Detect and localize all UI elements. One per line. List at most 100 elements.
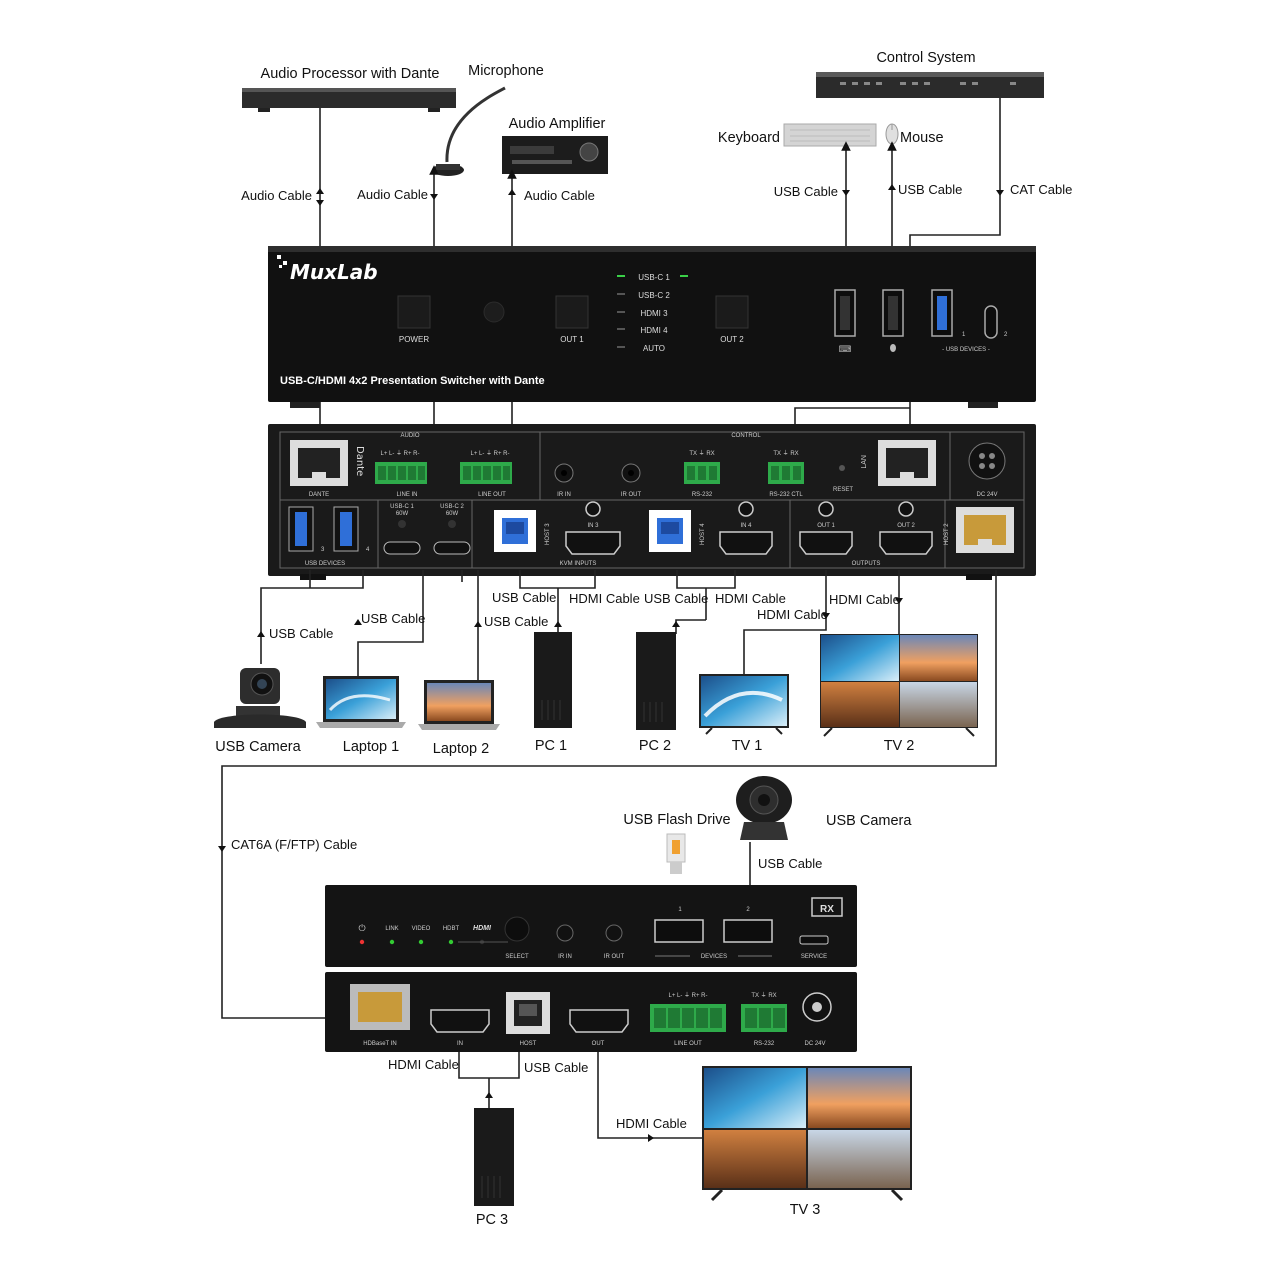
usbc2-label: USB-C 2 bbox=[440, 504, 464, 510]
cable-label-usb-keyboard: USB Cable bbox=[774, 184, 838, 199]
lan-label: LAN bbox=[861, 455, 868, 469]
switcher-rear-panel: AUDIO CONTROL DANTE Dante L+ L- ⏚ R+ R- … bbox=[268, 424, 1036, 580]
front-port-1-label: 1 bbox=[962, 332, 966, 338]
rx-hdmi-logo: HDMI bbox=[473, 925, 492, 932]
line-out-pins: L+ L- ⏚ R+ R- bbox=[470, 450, 509, 457]
usbc2-port[interactable] bbox=[433, 541, 471, 555]
cable-label-hdmi-tv3: HDMI Cable bbox=[616, 1116, 687, 1131]
tv3-video-wall bbox=[702, 1066, 912, 1202]
cable-label-hdmi-tv1: HDMI Cable bbox=[757, 607, 828, 622]
rx-ir-in-jack[interactable] bbox=[556, 924, 574, 942]
host2-label: HOST 2 bbox=[944, 523, 950, 545]
rear-audio-heading: AUDIO bbox=[400, 433, 419, 439]
rs232-terminal[interactable] bbox=[684, 462, 720, 484]
rx-rs232-terminal[interactable] bbox=[741, 1004, 787, 1032]
ir-sensor bbox=[483, 301, 505, 323]
out1-button[interactable] bbox=[555, 295, 589, 329]
rs232-pins: TX ⏚ RX bbox=[689, 450, 714, 457]
cable-label-usb-webcam: USB Cable bbox=[758, 856, 822, 871]
cable-label-audio-1: Audio Cable bbox=[241, 188, 312, 203]
input-led-usbc1: USB-C 1 bbox=[638, 273, 670, 282]
rx-host-label: HOST bbox=[520, 1041, 537, 1047]
keyboard-device bbox=[783, 123, 877, 147]
cable-label-usb-laptop1: USB Cable bbox=[361, 611, 425, 626]
rx-host-usb-b-port[interactable] bbox=[506, 992, 550, 1034]
out2-hdmi-port[interactable] bbox=[879, 531, 933, 555]
in4-label: IN 4 bbox=[740, 523, 752, 529]
rx-dc-jack[interactable] bbox=[802, 992, 832, 1022]
out1-port-label: OUT 1 bbox=[817, 523, 835, 529]
power-button[interactable] bbox=[397, 295, 431, 329]
input-led-auto: AUTO bbox=[643, 344, 665, 353]
line-in-pins: L+ L- ⏚ R+ R- bbox=[380, 450, 419, 457]
dante-brand-logo: Dante bbox=[354, 446, 365, 476]
front-usbc-port-2[interactable] bbox=[984, 305, 998, 339]
cable-label-usb-pc3: USB Cable bbox=[524, 1060, 588, 1075]
switcher-model-label: USB-C/HDMI 4x2 Presentation Switcher wit… bbox=[280, 375, 545, 387]
tv2-video-wall bbox=[820, 634, 978, 737]
input-led-hdmi3: HDMI 3 bbox=[640, 309, 668, 318]
line-in-terminal[interactable] bbox=[375, 462, 427, 484]
tv3-label: TV 3 bbox=[790, 1202, 821, 1218]
rear-usb-port-3[interactable] bbox=[288, 506, 314, 552]
host3-usb-b-port[interactable] bbox=[494, 510, 536, 552]
ir-out-label: IR OUT bbox=[621, 492, 642, 498]
out1-hdmi-port[interactable] bbox=[799, 531, 853, 555]
rx-line-out-terminal[interactable] bbox=[650, 1004, 726, 1032]
cable-label-audio-3: Audio Cable bbox=[524, 188, 595, 203]
out1-label: OUT 1 bbox=[560, 335, 584, 344]
rx-rs232-label: RS-232 bbox=[754, 1041, 775, 1047]
hdbaset-in-port[interactable] bbox=[350, 984, 410, 1030]
lan-port[interactable] bbox=[878, 440, 936, 486]
front-port-2-label: 2 bbox=[1004, 332, 1008, 338]
host2-rj45-port[interactable] bbox=[956, 507, 1014, 553]
rx-hdmi-out-port[interactable] bbox=[569, 1009, 629, 1033]
rear-control-heading: CONTROL bbox=[731, 433, 761, 439]
rx-hdmi-in-port[interactable] bbox=[430, 1009, 490, 1033]
audio-amplifier-label: Audio Amplifier bbox=[509, 116, 606, 132]
webcam-device bbox=[736, 776, 792, 840]
dante-port-label: DANTE bbox=[309, 492, 329, 498]
ptz-camera-device bbox=[214, 668, 306, 728]
cable-label-usb-pc1: USB Cable bbox=[492, 590, 556, 605]
input-led-hdmi4: HDMI 4 bbox=[640, 326, 668, 335]
ir-in-label: IR IN bbox=[557, 492, 571, 498]
usbc1-label: USB-C 1 bbox=[390, 504, 414, 510]
tv1-label: TV 1 bbox=[732, 738, 763, 754]
input-indicator-list: USB-C 1 USB-C 2 HDMI 3 HDMI 4 AUTO bbox=[617, 273, 688, 353]
in3-hdmi-port[interactable] bbox=[565, 531, 621, 555]
dc-power-jack[interactable] bbox=[968, 442, 1006, 480]
rx-service-port[interactable] bbox=[799, 935, 829, 945]
keyboard-icon: ⌨ bbox=[839, 345, 852, 355]
rx-port1-label: 1 bbox=[678, 907, 682, 913]
usbc1-port[interactable] bbox=[383, 541, 421, 555]
front-usb-port-1[interactable] bbox=[931, 289, 953, 337]
control-system-device bbox=[816, 72, 1044, 98]
rx-line-out-label: LINE OUT bbox=[674, 1041, 702, 1047]
front-usb-port-keyboard[interactable] bbox=[834, 289, 856, 337]
rx-ir-out-jack[interactable] bbox=[605, 924, 623, 942]
tv2-label: TV 2 bbox=[884, 738, 915, 754]
in4-hdmi-port[interactable] bbox=[719, 531, 773, 555]
laptop2-device bbox=[418, 680, 500, 730]
rx-ir-in-label: IR IN bbox=[558, 954, 572, 960]
laptop1-device bbox=[316, 676, 406, 728]
select-button[interactable] bbox=[504, 916, 530, 942]
out2-button[interactable] bbox=[715, 295, 749, 329]
outputs-label: OUTPUTS bbox=[852, 561, 881, 567]
dante-port[interactable] bbox=[290, 440, 348, 486]
front-usb-port-mouse[interactable] bbox=[882, 289, 904, 337]
rx-usb-port-2[interactable] bbox=[723, 919, 773, 943]
rx-port2-label: 2 bbox=[746, 907, 750, 913]
line-out-terminal[interactable] bbox=[460, 462, 512, 484]
middle-wires bbox=[221, 570, 997, 1019]
rs232-ctl-terminal[interactable] bbox=[768, 462, 804, 484]
rx-usb-port-1[interactable] bbox=[654, 919, 704, 943]
rear-usb-port-4[interactable] bbox=[333, 506, 359, 552]
pc1-label: PC 1 bbox=[535, 738, 567, 754]
host4-usb-b-port[interactable] bbox=[649, 510, 691, 552]
reset-button[interactable] bbox=[839, 465, 845, 471]
cable-label-hdmi-pc1: HDMI Cable bbox=[569, 591, 640, 606]
cable-label-usb-pc2: USB Cable bbox=[644, 591, 708, 606]
